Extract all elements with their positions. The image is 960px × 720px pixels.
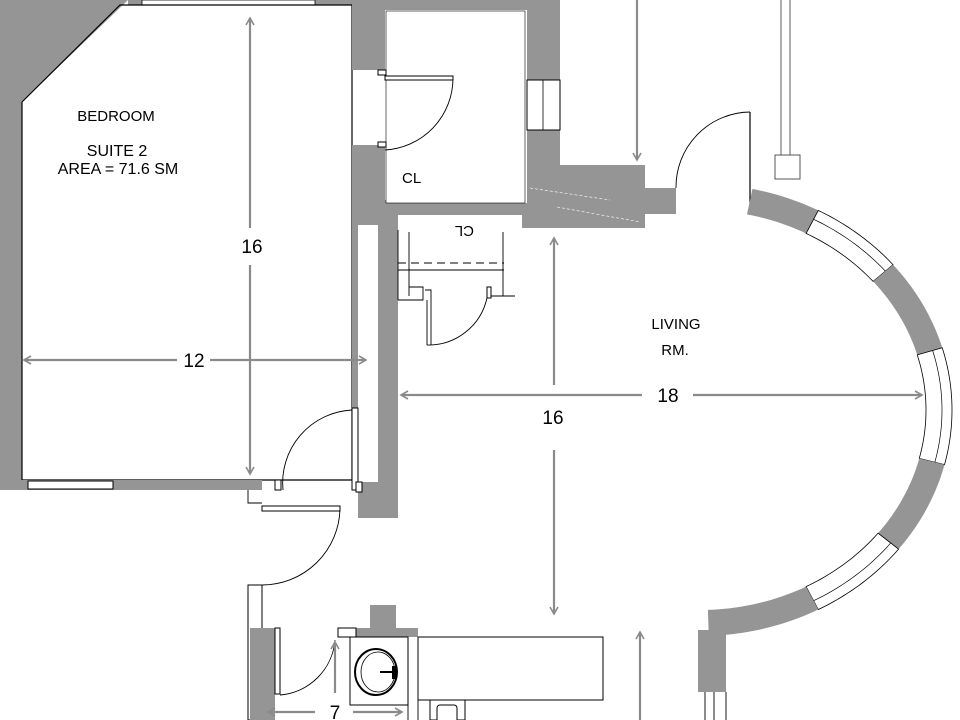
bay-wall-segment [878,458,945,550]
bay-wall-segment [707,586,819,636]
window-glazing-line [932,350,943,463]
bedroom-dim-horizontal: 12 [183,351,204,372]
kitchen-counter [417,636,604,701]
closet-lower: CL [397,222,515,346]
bay-window [805,209,894,282]
door-swing-arc [675,111,751,189]
living-dim-horizontal: 18 [657,386,678,407]
bay-wall-segment [746,188,819,234]
living-dimensions: 16 18 [330,0,924,720]
bedroom-door[interactable] [247,407,363,504]
closet-upper-label: CL [402,170,421,187]
living-top-wall [522,0,751,228]
bedroom-dim-vertical: 16 [241,237,262,258]
bathroom-dimensions: 7 [266,703,404,720]
bathroom [250,605,604,720]
bay-window [805,532,900,611]
bathroom-door[interactable] [274,627,281,695]
door-swing-arc [384,77,454,151]
living-dim-vertical: 16 [542,408,563,429]
closet-door[interactable] [384,75,454,81]
window-glazing-line [813,218,886,272]
bay-window [916,347,953,466]
bay-wall-segment [873,264,943,355]
bedroom-name: BEDROOM [77,108,155,125]
living-room-name: LIVING [651,316,700,333]
bedroom-dimensions: 16 12 [22,16,368,476]
living-bottom-wall [698,630,726,692]
bedroom-top-window [141,0,316,6]
bedroom-walls [0,0,527,518]
bay-window-wall [707,188,953,636]
living-room-name-2: RM. [661,342,689,359]
bedroom-area: AREA = 71.6 SM [58,161,179,178]
bedroom-suite: SUITE 2 [87,143,148,160]
closet-lower-label: CL [455,222,474,239]
door-swing-arc [426,297,488,346]
bedroom-bottom-window [27,480,114,490]
bathroom-dim-horizontal: 7 [330,703,341,720]
living-top-window [526,79,561,131]
closet-upper: CL [377,10,526,204]
riser-pipe [774,0,801,180]
window-glazing-line [813,542,891,602]
